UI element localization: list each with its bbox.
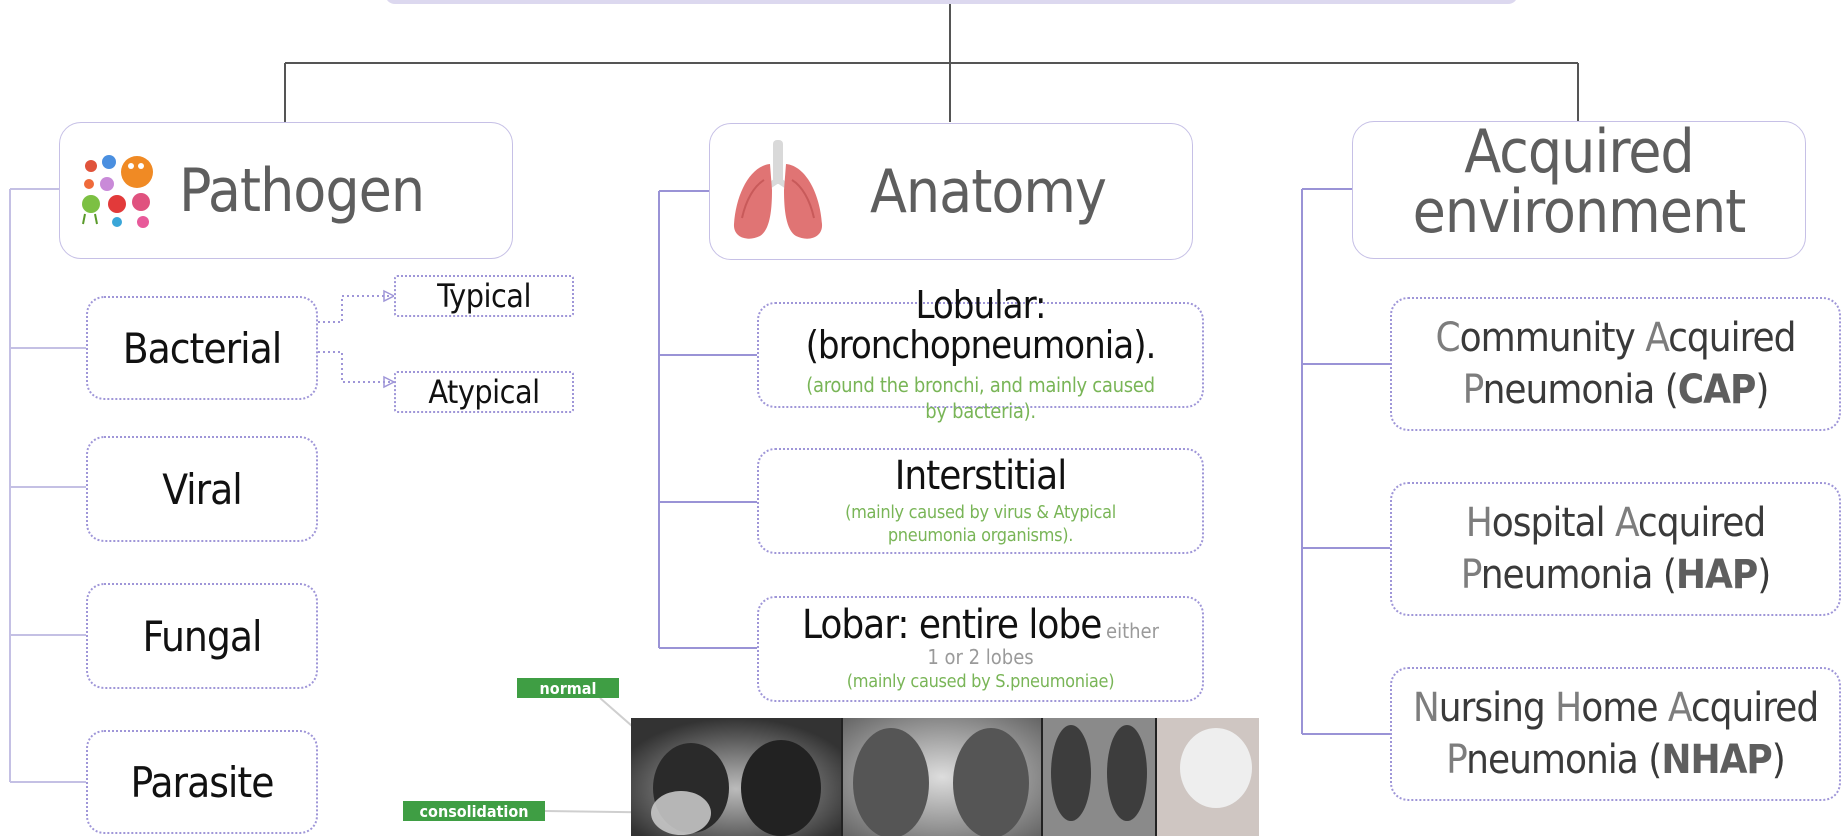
pathogen-title: Pathogen	[179, 161, 424, 221]
interstitial-box: Interstitial (mainly caused by virus & A…	[757, 448, 1204, 554]
anatomy-header: Anatomy	[709, 123, 1193, 260]
environment-header: Acquired environment	[1352, 121, 1806, 259]
normal-tag: normal	[517, 678, 619, 698]
xray-picture	[631, 718, 1259, 836]
interstitial-note: (mainly caused by virus & Atypical pneum…	[799, 501, 1162, 548]
bacterial-label: Bacterial	[123, 324, 282, 373]
environment-title-line1: Acquired	[1413, 122, 1746, 182]
interstitial-title: Interstitial	[895, 455, 1066, 497]
lobar-title: Lobar: entire lobe	[802, 602, 1101, 648]
nhap-box: Nursing Home Acquired Pneumonia (NHAP)	[1390, 667, 1841, 801]
lobar-box: Lobar: entire lobe either 1 or 2 lobes (…	[757, 596, 1204, 702]
typical-box: Typical	[394, 275, 574, 317]
anatomy-title: Anatomy	[870, 162, 1106, 222]
consolidation-tag: consolidation	[403, 801, 545, 821]
consolidation-label: consolidation	[420, 802, 529, 821]
environment-title-line2: environment	[1413, 182, 1746, 242]
title-bar-edge	[385, 0, 1518, 4]
cap-text: Community Acquired Pneumonia (CAP)	[1436, 312, 1796, 416]
pathogen-header: Pathogen	[59, 122, 513, 259]
parasite-box: Parasite	[86, 730, 318, 834]
viral-label: Viral	[162, 465, 242, 514]
lungs-icon	[730, 140, 826, 244]
hap-box: Hospital Acquired Pneumonia (HAP)	[1390, 482, 1841, 616]
typical-label: Typical	[437, 277, 531, 315]
cap-box: Community Acquired Pneumonia (CAP)	[1390, 297, 1841, 431]
lobular-box: Lobular: (bronchopneumonia). (around the…	[757, 302, 1204, 408]
bacterial-box: Bacterial	[86, 296, 318, 400]
atypical-box: Atypical	[394, 371, 574, 413]
fungal-label: Fungal	[143, 612, 262, 661]
nhap-text: Nursing Home Acquired Pneumonia (NHAP)	[1413, 682, 1818, 786]
hap-text: Hospital Acquired Pneumonia (HAP)	[1461, 497, 1771, 601]
parasite-label: Parasite	[131, 758, 274, 807]
viral-box: Viral	[86, 436, 318, 542]
fungal-box: Fungal	[86, 583, 318, 689]
atypical-label: Atypical	[428, 373, 539, 411]
lobular-title: Lobular: (bronchopneumonia).	[799, 286, 1162, 366]
microbes-icon	[79, 152, 157, 230]
lobar-note: (mainly caused by S.pneumoniae)	[847, 670, 1115, 693]
lobular-note: (around the bronchi, and mainly caused b…	[799, 372, 1162, 424]
normal-label: normal	[540, 679, 597, 698]
xray-images	[631, 718, 1259, 836]
